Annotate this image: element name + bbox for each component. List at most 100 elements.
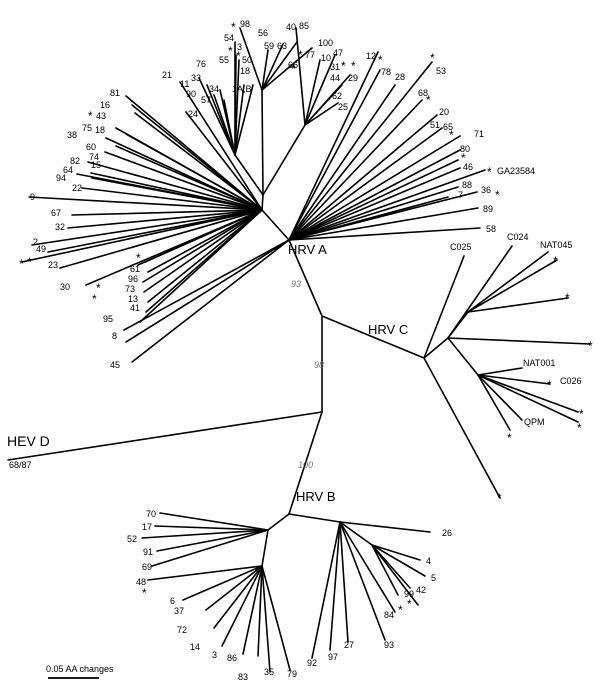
svg-text:34: 34: [209, 84, 219, 94]
svg-text:13: 13: [128, 294, 138, 304]
svg-text:65: 65: [443, 122, 453, 132]
svg-text:76: 76: [196, 59, 206, 69]
bootstrap-value-c: 100: [298, 460, 313, 470]
svg-text:47: 47: [333, 48, 343, 58]
svg-text:85: 85: [299, 21, 309, 31]
svg-text:28: 28: [395, 72, 405, 82]
svg-text:16: 16: [100, 100, 110, 110]
svg-text:59: 59: [264, 41, 274, 51]
svg-text:41: 41: [130, 303, 140, 313]
svg-text:54: 54: [224, 33, 234, 43]
svg-text:80: 80: [460, 144, 470, 154]
clade-label-hev-d: HEV D: [7, 433, 50, 449]
svg-text:22: 22: [72, 183, 82, 193]
svg-text:7: 7: [458, 190, 463, 200]
svg-text:*: *: [27, 255, 32, 269]
svg-text:3: 3: [237, 42, 242, 52]
svg-text:*: *: [577, 421, 582, 435]
svg-text:73: 73: [125, 284, 135, 294]
svg-text:26: 26: [442, 528, 452, 538]
svg-text:31: 31: [330, 62, 340, 72]
svg-text:*: *: [378, 53, 383, 67]
svg-text:97: 97: [328, 652, 338, 662]
svg-text:*: *: [507, 431, 512, 445]
hrv-a-tip-labels: 98 * 54 56 40 85 59 63 100 47 3 * 55 * 5…: [19, 19, 535, 370]
svg-text:100: 100: [318, 38, 333, 48]
svg-text:C025: C025: [450, 242, 472, 252]
svg-text:NAT045: NAT045: [540, 240, 572, 250]
svg-text:*: *: [19, 257, 24, 271]
svg-text:*: *: [430, 51, 435, 65]
svg-text:*: *: [449, 128, 454, 142]
svg-text:83: 83: [238, 672, 248, 682]
svg-text:24: 24: [188, 109, 198, 119]
svg-text:69: 69: [142, 562, 152, 572]
svg-text:62: 62: [332, 91, 342, 101]
svg-text:18: 18: [95, 125, 105, 135]
svg-text:11: 11: [180, 79, 189, 89]
svg-text:30: 30: [60, 282, 70, 292]
svg-text:63: 63: [277, 41, 287, 51]
svg-text:72: 72: [177, 625, 187, 635]
svg-text:49: 49: [36, 244, 46, 254]
svg-text:*: *: [88, 109, 93, 123]
svg-text:18: 18: [240, 66, 250, 76]
svg-text:48: 48: [136, 577, 146, 587]
svg-text:29: 29: [348, 73, 358, 83]
svg-text:43: 43: [96, 111, 106, 121]
svg-text:82: 82: [70, 156, 80, 166]
svg-text:96: 96: [128, 274, 138, 284]
svg-text:*: *: [547, 378, 552, 392]
hrv-c-branches: [423, 245, 591, 499]
svg-text:89: 89: [483, 204, 493, 214]
svg-text:*: *: [228, 44, 233, 58]
svg-text:53: 53: [436, 66, 446, 76]
svg-text:94: 94: [56, 173, 66, 183]
svg-text:77: 77: [305, 50, 315, 60]
svg-text:27: 27: [344, 640, 354, 650]
svg-text:*: *: [579, 407, 584, 421]
svg-text:4: 4: [426, 556, 431, 566]
svg-text:90: 90: [186, 89, 196, 99]
tree-backbone: [7, 209, 425, 515]
svg-text:*: *: [236, 49, 241, 63]
svg-text:40: 40: [286, 22, 296, 32]
svg-text:95: 95: [103, 314, 113, 324]
svg-text:37: 37: [174, 606, 184, 616]
svg-text:*: *: [231, 20, 236, 34]
svg-text:2: 2: [33, 237, 38, 247]
bootstrap-value-b: 98: [314, 360, 324, 370]
svg-text:*: *: [341, 59, 346, 73]
svg-text:64: 64: [63, 165, 73, 175]
svg-text:*: *: [495, 188, 500, 202]
svg-text:QPM: QPM: [524, 417, 545, 427]
svg-text:78: 78: [381, 67, 391, 77]
svg-text:*: *: [426, 93, 431, 107]
svg-text:86: 86: [227, 653, 237, 663]
svg-text:*: *: [588, 339, 593, 353]
svg-text:66: 66: [288, 60, 298, 70]
hrv-c-tip-labels: C025 C024 NAT045 * * * NAT001 * C026 * *…: [450, 232, 593, 505]
scale-bar-label: 0.05 AA changes: [46, 664, 114, 674]
svg-text:50: 50: [242, 55, 252, 65]
svg-text:3: 3: [212, 650, 217, 660]
svg-text:71: 71: [474, 129, 484, 139]
svg-text:35: 35: [264, 667, 274, 677]
svg-text:68: 68: [418, 88, 428, 98]
svg-text:36: 36: [481, 185, 491, 195]
svg-text:*: *: [553, 254, 558, 268]
hev-d-tip-label: 68/87: [9, 460, 32, 470]
svg-text:98: 98: [240, 19, 250, 29]
svg-text:92: 92: [307, 658, 317, 668]
svg-text:*: *: [291, 62, 296, 76]
svg-text:32: 32: [55, 222, 65, 232]
svg-text:79: 79: [287, 669, 297, 679]
svg-text:9: 9: [30, 192, 35, 202]
hrv-b-tip-labels: 70 17 52 91 69 48 * 6 37 72 14 3 86 83 3…: [127, 509, 452, 682]
svg-text:51: 51: [430, 120, 440, 130]
svg-text:88: 88: [462, 180, 472, 190]
svg-text:44: 44: [330, 73, 340, 83]
svg-text:*: *: [92, 292, 97, 306]
svg-text:*: *: [398, 603, 403, 617]
